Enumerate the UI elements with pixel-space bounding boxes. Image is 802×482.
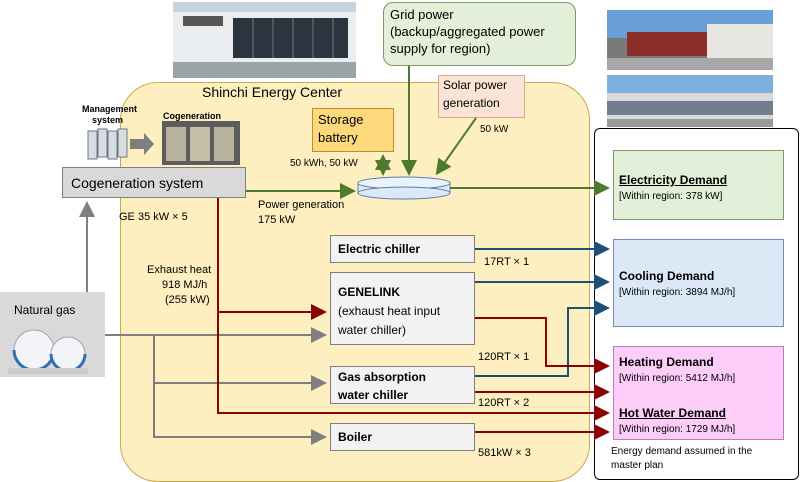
demand-note-line1: Energy demand assumed in the: [611, 446, 753, 457]
cogeneration-photo-label: Cogeneration: [163, 111, 222, 121]
demand-note-line2: master plan: [611, 460, 664, 471]
exhaust-to-genelink-line: [217, 198, 327, 320]
gas-tank-icon: [8, 329, 88, 374]
storage-line1: Storage: [318, 112, 364, 127]
grid-power-box: [383, 2, 576, 66]
genelink-spec: 120RT × 1: [478, 351, 530, 363]
power-generation-line2: 175 kW: [258, 214, 296, 226]
gas-to-absorption-line: [153, 335, 327, 391]
genelink-to-heating-line: [475, 317, 610, 374]
power-generation-line1: Power generation: [258, 199, 345, 211]
heating-demand-title: Heating Demand: [619, 355, 714, 369]
boiler-spec: 581kW × 3: [478, 447, 531, 459]
energy-center-photo: [173, 2, 356, 78]
genelink-line2: (exhaust heat input: [338, 304, 441, 318]
boiler-box: [330, 423, 475, 451]
station-building-image: [607, 10, 773, 70]
solar-line2: generation: [443, 96, 500, 110]
gas-absorption-line2: water chiller: [338, 388, 409, 402]
genelink-box: [330, 272, 475, 345]
solar-line1: Solar power: [443, 78, 508, 92]
grid-power-line1: Grid power: [390, 7, 454, 22]
management-system-image: [86, 127, 130, 163]
exhaust-heat-line2: 918 MJ/h: [162, 279, 208, 291]
solar-to-hub-line: [435, 117, 477, 176]
grid-power-line2: (backup/aggregated power: [390, 24, 545, 39]
electric-chiller-spec: 17RT × 1: [484, 256, 530, 268]
natural-gas-label: Natural gas: [14, 303, 76, 317]
management-line2: system: [92, 115, 124, 125]
storage-line2: battery: [318, 130, 358, 145]
gas-to-boiler-line: [153, 383, 327, 445]
absorption-to-cooling-line: [475, 300, 610, 377]
cogeneration-system-label: Cogeneration system: [71, 175, 204, 191]
genelink-line1: GENELINK: [338, 285, 401, 299]
solar-capacity: 50 kW: [480, 124, 509, 135]
solar-box: [438, 75, 525, 118]
hotwater-demand-title: Hot Water Demand: [619, 406, 726, 420]
cogeneration-image: [162, 121, 240, 165]
cooling-demand-sub: [Within region: 3894 MJ/h]: [619, 287, 736, 298]
cooling-demand-box: [613, 239, 784, 327]
market-building-image: [607, 75, 773, 127]
building-photo-bottom: [607, 75, 773, 127]
gas-absorption-spec: 120RT × 2: [478, 397, 530, 409]
cogeneration-system-box: [62, 167, 246, 198]
grid-power-line3: supply for region): [390, 41, 491, 56]
cogeneration-spec: GE 35 kW × 5: [119, 211, 188, 223]
management-line1: Management: [82, 104, 138, 114]
exhaust-to-hotwater-line: [217, 312, 610, 421]
exhaust-heat-line1: Exhaust heat: [147, 264, 212, 276]
power-hub-icon: [357, 176, 451, 200]
electric-chiller-label: Electric chiller: [338, 242, 421, 256]
heating-demand-sub: [Within region: 5412 MJ/h]: [619, 373, 736, 384]
hotwater-demand-sub: [Within region: 1729 MJ/h]: [619, 424, 736, 435]
genelink-line3: water chiller): [338, 323, 407, 337]
electricity-demand-title: Electricity Demand: [619, 173, 728, 187]
arrow-icon: [130, 133, 154, 155]
electricity-demand-box: [613, 150, 784, 220]
solar-building-image: [173, 2, 356, 78]
boiler-label: Boiler: [338, 430, 373, 444]
building-photo-top: [607, 10, 773, 70]
center-title: Shinchi Energy Center: [202, 84, 343, 100]
storage-box: [312, 108, 394, 152]
exhaust-heat-line3: (255 kW): [165, 294, 210, 306]
cooling-demand-title: Cooling Demand: [619, 269, 715, 283]
electricity-demand-sub: [Within region: 378 kW]: [619, 191, 723, 202]
gas-absorption-line1: Gas absorption: [338, 370, 427, 384]
storage-capacity: 50 kWh, 50 kW: [290, 158, 358, 169]
heating-hotwater-demand-box: [613, 346, 784, 440]
gas-absorption-box: [330, 366, 475, 404]
electric-chiller-box: [330, 235, 475, 263]
